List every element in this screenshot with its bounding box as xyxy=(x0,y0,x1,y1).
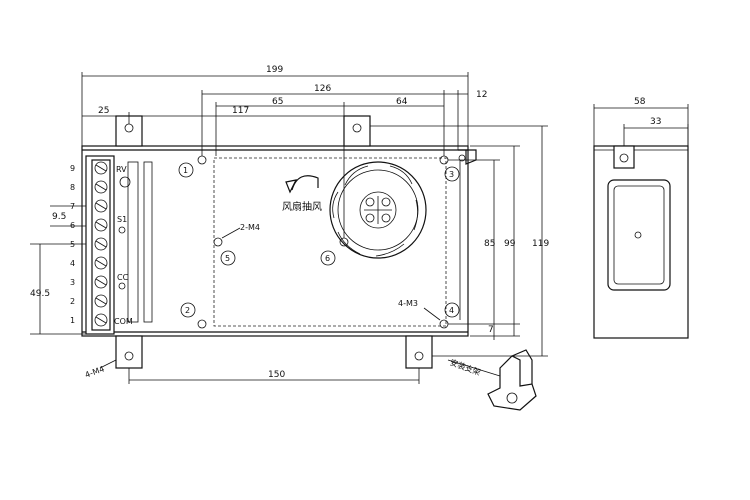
dim-58: 58 xyxy=(634,97,646,107)
main-view: 9 8 7 6 5 4 3 2 1 RV S1 CC COM xyxy=(70,115,477,380)
terminal-block xyxy=(85,155,115,335)
terminal-screw-slot xyxy=(95,183,107,191)
side-view: 58 33 xyxy=(593,97,689,339)
svg-text:6: 6 xyxy=(325,254,330,263)
screw-m4-callout: 2-M4 xyxy=(240,223,260,232)
bracket-note: 安装支架 xyxy=(449,357,482,377)
dim-64: 64 xyxy=(396,97,408,107)
dim-33: 33 xyxy=(650,117,661,127)
terminal-labels: 9 8 7 6 5 4 3 2 1 xyxy=(70,164,75,325)
mounting-bracket: 安装支架 xyxy=(447,349,537,411)
terminal-screw-slot xyxy=(95,259,107,267)
dim-119: 119 xyxy=(532,239,549,249)
com-label: COM xyxy=(114,317,133,326)
terminal-screw xyxy=(94,237,108,251)
dim-126: 126 xyxy=(314,84,331,94)
dim-199: 199 xyxy=(266,65,283,75)
svg-text:1: 1 xyxy=(183,166,188,175)
dim-25: 25 xyxy=(98,106,109,116)
screw-m3-callout: 4-M3 xyxy=(398,299,418,308)
hole-marker-2: 2 xyxy=(180,302,196,318)
terminal-screw-slot xyxy=(95,297,107,305)
top-ear-right xyxy=(343,115,371,147)
svg-text:5: 5 xyxy=(225,254,230,263)
rotation-arrow-icon xyxy=(291,175,319,191)
terminal-number: 6 xyxy=(70,221,75,230)
case-outline xyxy=(81,145,469,337)
terminal-screw-slot xyxy=(95,240,107,248)
terminal-screw-slot xyxy=(95,221,107,229)
terminal-number: 9 xyxy=(70,164,75,173)
rv-label: RV xyxy=(116,165,127,174)
terminal-screw xyxy=(94,161,108,175)
dim-12: 12 xyxy=(476,90,487,100)
svg-text:2: 2 xyxy=(185,306,190,315)
bottom-ear-left xyxy=(115,335,143,369)
side-case xyxy=(593,145,689,339)
terminal-screw xyxy=(94,218,108,232)
dimensions: 199 126 12 65 64 25 117 85 99 119 xyxy=(30,65,549,384)
dim-117: 117 xyxy=(232,106,249,116)
terminal-screw xyxy=(94,294,108,308)
pcb-components: RV S1 CC COM xyxy=(114,161,153,326)
dim-9-5: 9.5 xyxy=(52,212,66,222)
dim-85: 85 xyxy=(484,239,495,249)
terminal-screw-slot xyxy=(95,164,107,172)
terminal-screw xyxy=(94,275,108,289)
bottom-screw-callout: 4-M4 xyxy=(84,364,106,379)
fan-grille xyxy=(329,161,427,259)
terminal-screw-slot xyxy=(95,278,107,286)
dim-99: 99 xyxy=(504,239,516,249)
terminal-number: 1 xyxy=(70,316,75,325)
terminal-number: 8 xyxy=(70,183,75,192)
terminal-screw xyxy=(94,180,108,194)
dim-49-5: 49.5 xyxy=(30,289,50,299)
terminal-number: 5 xyxy=(70,240,75,249)
fan-text: 风扇抽风 xyxy=(282,200,322,213)
hole-marker-6: 6 xyxy=(320,250,336,266)
dim-65: 65 xyxy=(272,97,283,107)
s1-label: S1 xyxy=(117,215,127,224)
terminal-screw-slot xyxy=(95,202,107,210)
hole-marker-3: 3 xyxy=(444,166,460,182)
svg-text:3: 3 xyxy=(449,170,454,179)
svg-text:4: 4 xyxy=(449,306,454,315)
terminal-screw xyxy=(94,313,108,327)
terminal-screw xyxy=(94,199,108,213)
terminal-number: 3 xyxy=(70,278,75,287)
terminal-screw xyxy=(94,256,108,270)
hole-marker-5: 5 xyxy=(220,250,236,266)
terminal-number: 7 xyxy=(70,202,75,211)
hole-marker-1: 1 xyxy=(178,162,194,178)
terminal-screw-slot xyxy=(95,316,107,324)
hole-marker-4: 4 xyxy=(444,302,460,318)
dim-150: 150 xyxy=(268,370,285,380)
terminal-number: 2 xyxy=(70,297,75,306)
dim-7: 7 xyxy=(488,325,494,335)
terminal-number: 4 xyxy=(70,259,75,268)
cc-label: CC xyxy=(117,273,129,282)
